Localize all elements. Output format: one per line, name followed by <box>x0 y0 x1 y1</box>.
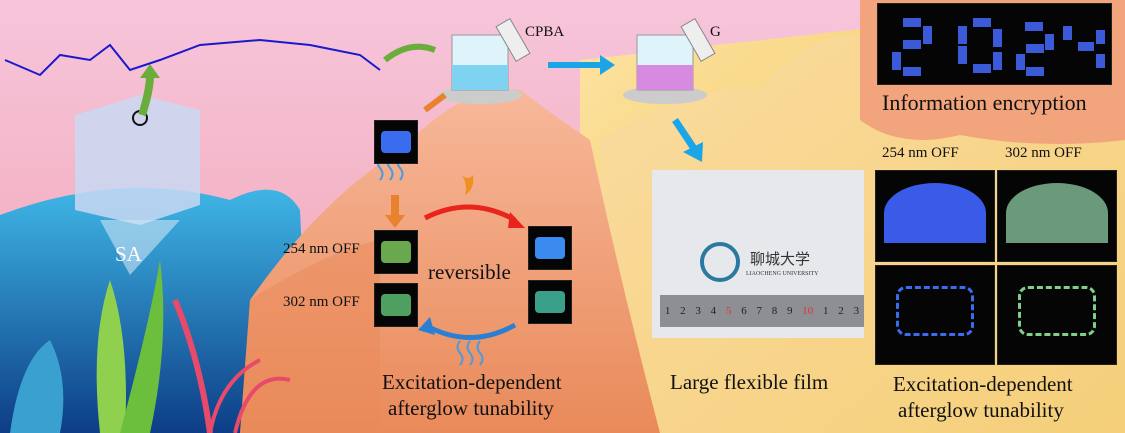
process-caption-line1: Excitation-dependent <box>382 370 562 394</box>
reversible-label: reversible <box>428 260 511 284</box>
reagent-g-label: G <box>710 24 721 40</box>
cool-arrow <box>423 322 517 340</box>
logo-en: LIAOCHENG UNIVERSITY <box>746 271 819 277</box>
film-254-photo <box>875 170 995 262</box>
sa-label: SA <box>115 242 142 266</box>
label-254-off: 254 nm OFF <box>283 241 360 257</box>
arrow-green <box>383 43 437 63</box>
university-logo <box>700 242 740 282</box>
shapes-254-photo <box>875 265 995 365</box>
app-label-254-off: 254 nm OFF <box>882 145 959 161</box>
app-caption-line1: Excitation-dependent <box>893 372 1073 396</box>
alginate-structure <box>4 38 381 77</box>
seaweed <box>96 280 126 433</box>
sample-photo-302-green <box>374 283 418 327</box>
encrypted-digits <box>892 18 1105 76</box>
beaker-cpba <box>438 34 522 104</box>
sample-photo-302-cyan <box>528 280 572 324</box>
test-tube-g <box>680 17 716 63</box>
reagent-cpba-label: CPBA <box>525 24 565 40</box>
sample-photo-254-green <box>374 230 418 274</box>
coral <box>208 358 291 433</box>
app-label-302-off: 302 nm OFF <box>1005 145 1082 161</box>
film-302-photo <box>997 170 1117 262</box>
encryption-caption: Information encryption <box>882 90 1087 115</box>
flame-icon <box>462 175 474 195</box>
logo-cn: 聊城大学 <box>750 252 811 268</box>
heat-arrow <box>423 204 517 223</box>
shapes-302-photo <box>997 265 1117 365</box>
app-caption-line2: afterglow tunability <box>898 398 1064 422</box>
process-caption-line2: afterglow tunability <box>388 396 554 420</box>
hydrogel-cube <box>75 95 200 225</box>
test-tube-cpba <box>495 17 531 63</box>
encryption-photo <box>877 3 1112 85</box>
sample-photo-initial <box>374 120 418 164</box>
beaker-g <box>623 34 707 104</box>
sample-photo-254-blue <box>528 226 572 270</box>
arrow-orange <box>423 92 447 113</box>
film-caption: Large flexible film <box>670 370 829 394</box>
label-302-off: 302 nm OFF <box>283 294 360 310</box>
